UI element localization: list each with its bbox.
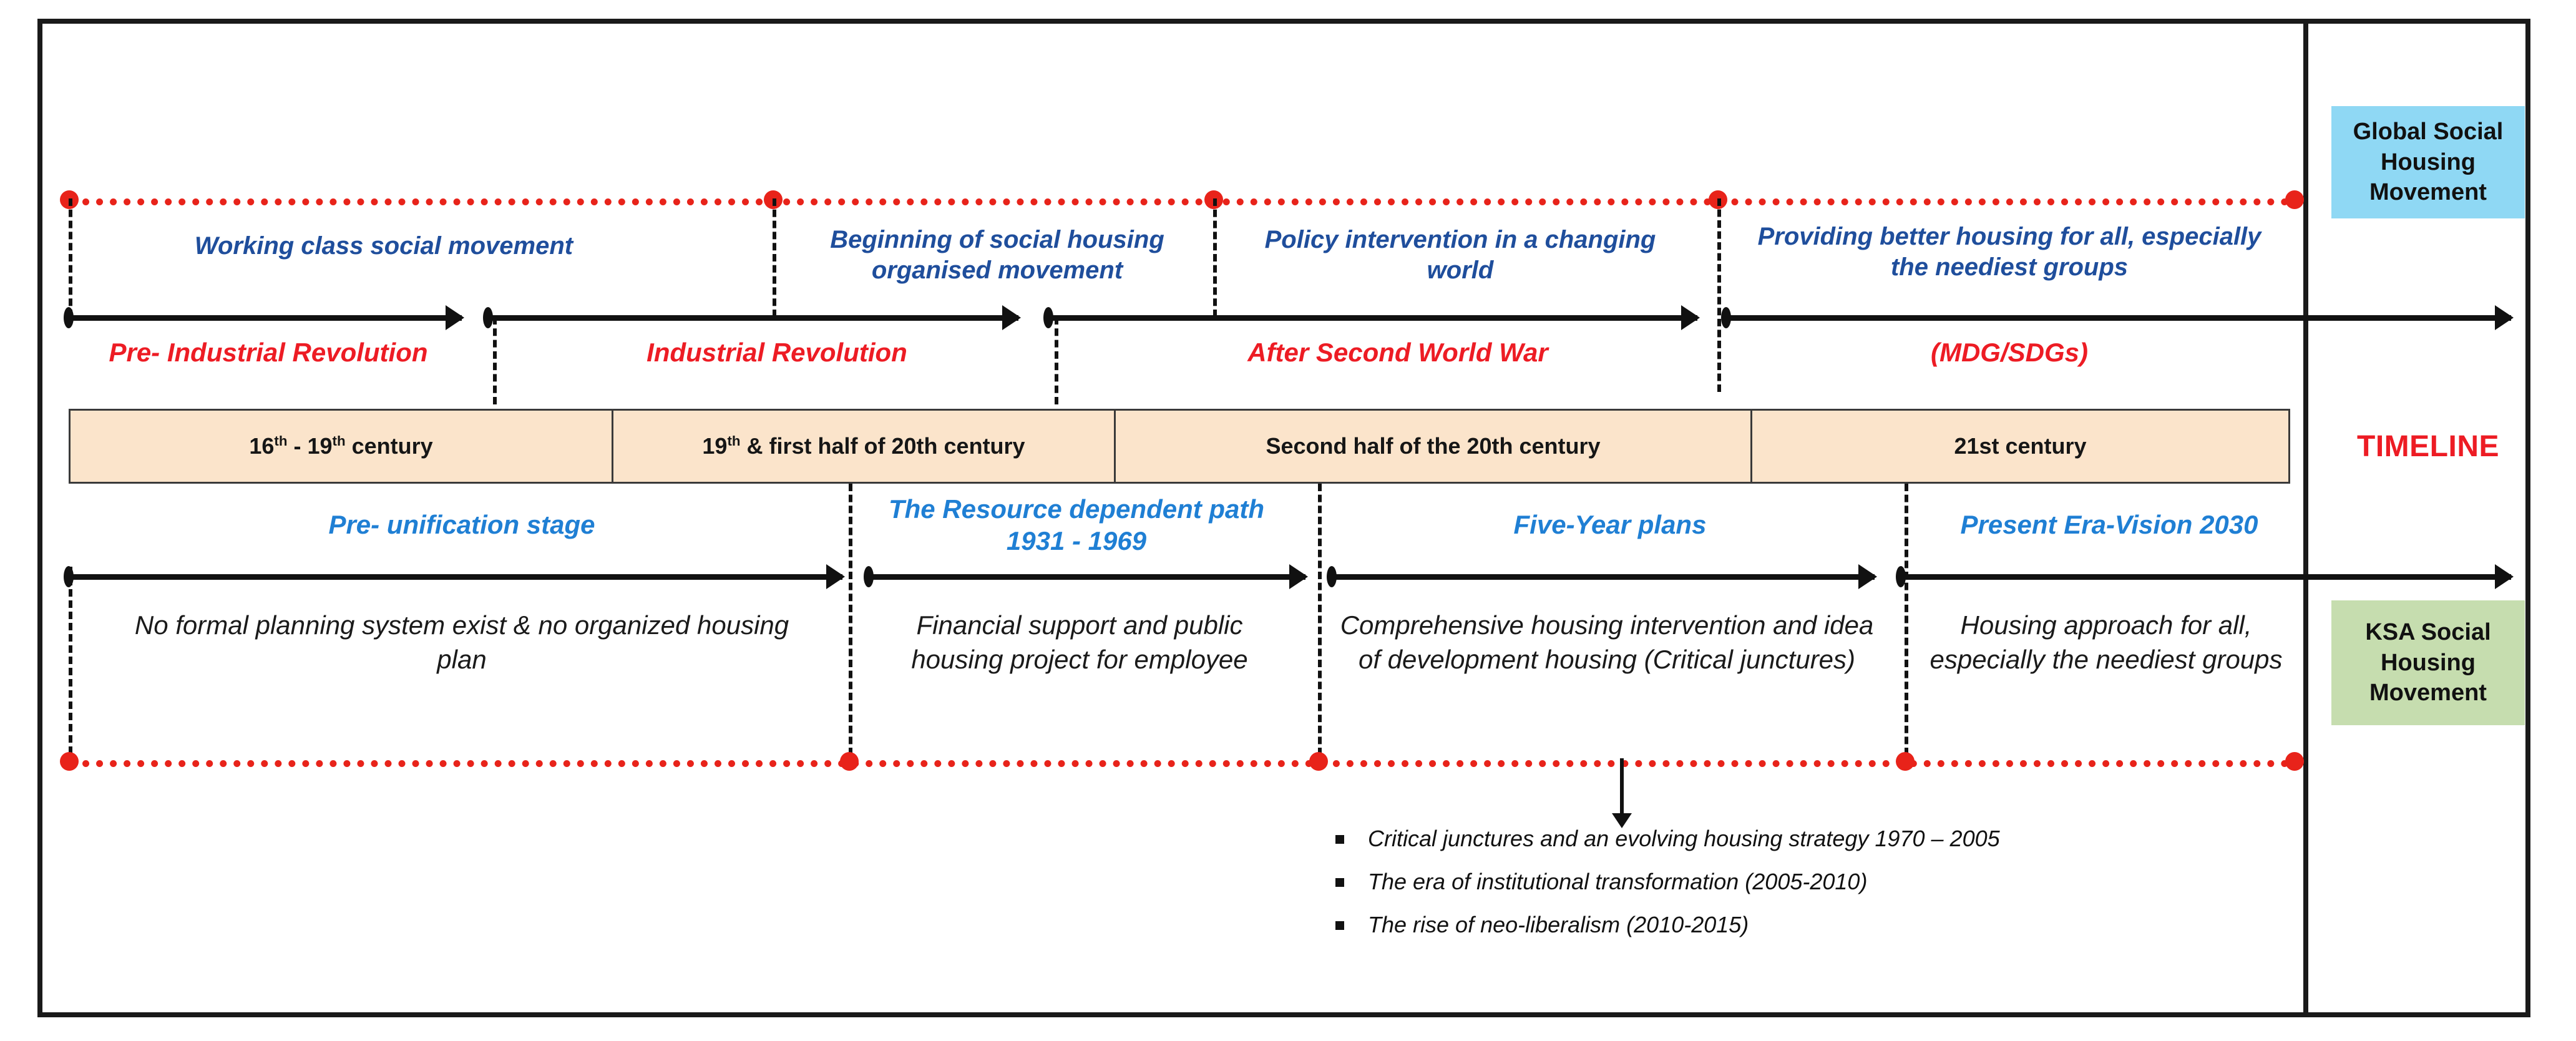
global-red-rail	[69, 198, 2303, 205]
ksa-connector-4	[1905, 484, 1908, 755]
ksa-rail-dot-1	[60, 752, 79, 771]
ksa-node-4	[1896, 566, 1906, 587]
ksa-rail-dot-2	[840, 752, 859, 771]
global-era-label-1: Pre- Industrial Revolution	[109, 338, 428, 367]
century-cell-3-label: Second half of the 20th century	[1266, 433, 1601, 459]
ksa-red-rail	[69, 760, 2303, 767]
bullet-text-2: The era of institutional transformation …	[1368, 869, 1868, 895]
global-connector-2	[773, 198, 776, 317]
global-description-2: Beginning of social housing organised mo…	[830, 226, 1164, 284]
square-bullet-icon	[1335, 835, 1344, 844]
global-era-label-3: After Second World War	[1247, 338, 1548, 367]
global-node-4	[1721, 307, 1731, 328]
ksa-rail-dot-3	[1309, 752, 1328, 771]
century-cell-2-label: 19th & first half of 20th century	[702, 433, 1025, 459]
global-social-housing-movement-label: Global Social Housing Movement	[2353, 119, 2504, 206]
global-description-3: Policy intervention in a changing world	[1264, 226, 1656, 284]
global-era-label-2: Industrial Revolution	[646, 338, 907, 367]
list-item: Critical junctures and an evolving housi…	[1335, 825, 2271, 852]
ksa-description-1: No formal planning system exist & no org…	[134, 610, 789, 674]
century-cell-4-label: 21st century	[1954, 433, 2087, 459]
bullet-text-3: The rise of neo-liberalism (2010-2015)	[1368, 912, 1749, 938]
century-band: 16th - 19th century 19th & first half of…	[69, 409, 2290, 484]
ksa-connector-3	[1318, 484, 1322, 755]
global-social-housing-movement-box: Global Social Housing Movement	[2331, 106, 2525, 218]
ksa-social-housing-movement-box: KSA Social Housing Movement	[2331, 600, 2525, 725]
global-divider-dash-1	[493, 317, 497, 404]
global-node-1	[64, 307, 74, 328]
ksa-node-3	[1327, 566, 1337, 587]
global-connector-1	[69, 198, 72, 317]
figure-outer-frame	[37, 19, 2530, 1017]
ksa-stage-label-3: Five-Year plans	[1513, 510, 1707, 539]
global-connector-4	[1717, 198, 1721, 392]
timeline-heading: TIMELINE	[2331, 424, 2525, 468]
bullets-pointer-arrow	[1612, 758, 1632, 828]
bullet-text-1: Critical junctures and an evolving housi…	[1368, 826, 2000, 851]
ksa-rail-dot-4	[1896, 752, 1915, 771]
square-bullet-icon	[1335, 878, 1344, 887]
legend-column-divider	[2303, 19, 2308, 1017]
ksa-node-2	[864, 566, 874, 587]
global-description-1: Working class social movement	[194, 232, 573, 260]
global-node-2	[483, 307, 493, 328]
ksa-stage-label-1: Pre- unification stage	[328, 510, 595, 539]
ksa-connector-2	[849, 484, 852, 755]
century-cell-3: Second half of the 20th century	[1116, 411, 1752, 482]
critical-junctures-bullet-list: Critical junctures and an evolving housi…	[1335, 825, 2271, 955]
ksa-description-4: Housing approach for all, especially the…	[1930, 610, 2283, 674]
century-cell-2: 19th & first half of 20th century	[613, 411, 1116, 482]
global-connector-3	[1213, 198, 1217, 317]
global-rail-dot-5	[2285, 190, 2304, 209]
list-item: The era of institutional transformation …	[1335, 868, 2271, 895]
century-cell-1-label: 16th - 19th century	[249, 433, 433, 459]
timeline-heading-label: TIMELINE	[2357, 429, 2499, 463]
ksa-stage-label-4: Present Era-Vision 2030	[1960, 510, 2258, 539]
ksa-description-2: Financial support and public housing pro…	[911, 610, 1248, 674]
global-node-3	[1043, 307, 1053, 328]
ksa-rail-dot-5	[2285, 752, 2304, 771]
global-era-label-4: (MDG/SDGs)	[1931, 338, 2088, 367]
global-divider-dash-2	[1055, 317, 1058, 404]
list-item: The rise of neo-liberalism (2010-2015)	[1335, 911, 2271, 938]
global-description-4: Providing better housing for all, especi…	[1757, 223, 2261, 281]
square-bullet-icon	[1335, 921, 1344, 931]
ksa-social-housing-movement-label: KSA Social Housing Movement	[2365, 619, 2491, 706]
ksa-connector-1	[69, 567, 72, 754]
ksa-stage-label-2: The Resource dependent path 1931 - 1969	[888, 494, 1265, 556]
century-cell-1: 16th - 19th century	[71, 411, 613, 482]
ksa-description-3: Comprehensive housing intervention and i…	[1340, 610, 1874, 674]
century-cell-4: 21st century	[1752, 411, 2288, 482]
